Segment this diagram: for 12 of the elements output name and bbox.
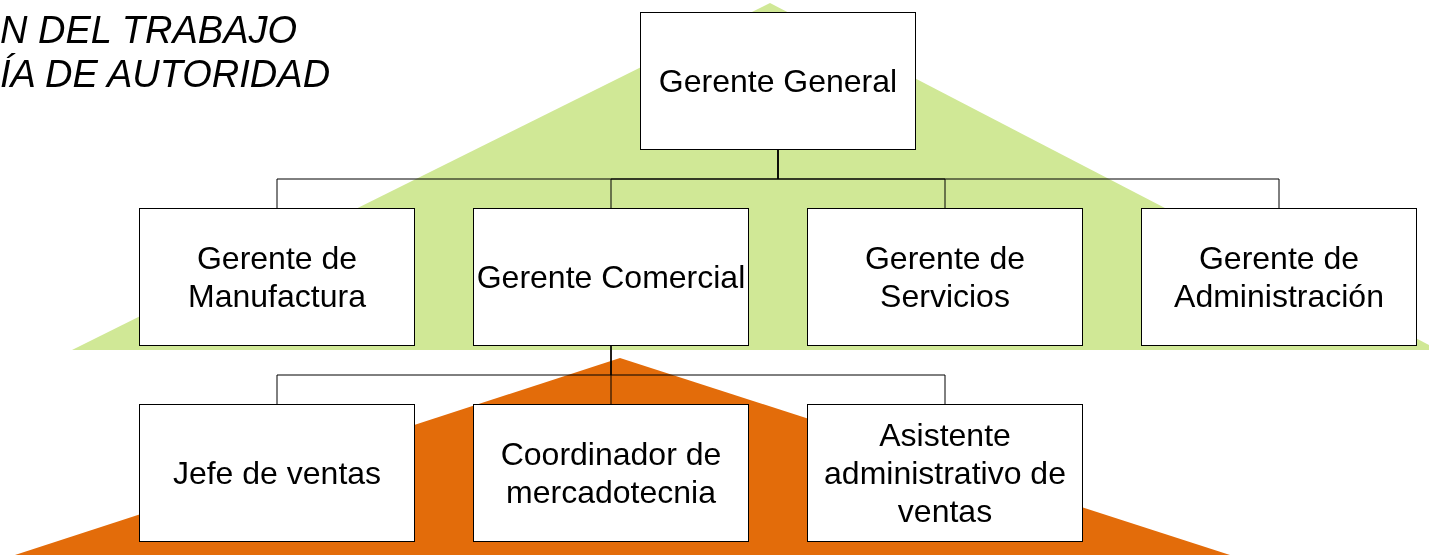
title-text: ÍA DE AUTORIDAD: [0, 52, 331, 96]
position-box: Gerente General: [640, 12, 916, 150]
position-box: Jefe de ventas: [139, 404, 415, 542]
position-box: Gerente Comercial: [473, 208, 749, 346]
position-box: Coordinador de mercadotecnia: [473, 404, 749, 542]
connector-line: [610, 345, 946, 405]
connector-line: [777, 149, 1280, 209]
position-box: Gerente de Servicios: [807, 208, 1083, 346]
title-text: N DEL TRABAJO: [0, 8, 298, 52]
position-box: Gerente de Manufactura: [139, 208, 415, 346]
position-box: Asistente administrativo de ventas: [807, 404, 1083, 542]
position-box: Gerente de Administración: [1141, 208, 1417, 346]
